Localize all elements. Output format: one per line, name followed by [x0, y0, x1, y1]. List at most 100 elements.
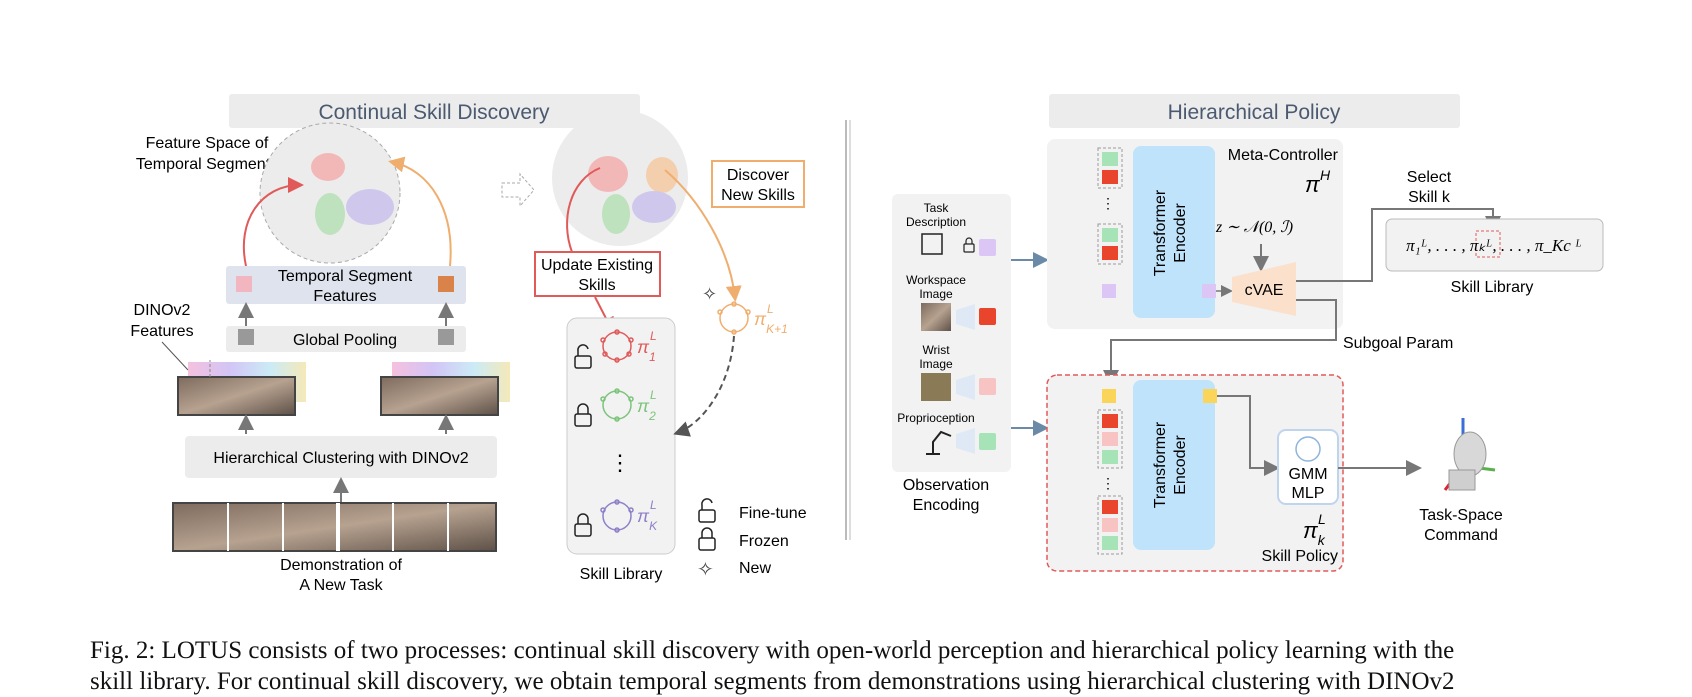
- arrow-orange-up: [388, 156, 452, 267]
- left-panel: Continual Skill Discovery Feature Space …: [130, 94, 807, 594]
- obs-enc-box: [892, 194, 1011, 472]
- left-title-box: [229, 94, 640, 128]
- skill-1-sup: L: [650, 329, 657, 343]
- meta-out-token: [1202, 284, 1216, 298]
- policy-token-stack: ⋮: [1097, 389, 1123, 555]
- skill-new-sup: L: [767, 302, 774, 316]
- gmm-net-icon: [1295, 436, 1321, 462]
- temporal-segment-label: Temporal Segment: [278, 268, 413, 285]
- arrow-cvae-select: [1296, 208, 1501, 282]
- select-skill-label-2: Skill k: [1408, 189, 1451, 206]
- gmm-label-2: MLP: [1292, 485, 1325, 502]
- svg-text:⋮: ⋮: [1101, 475, 1115, 491]
- skill-new-net: [717, 301, 751, 335]
- subgoal-label: Subgoal Param: [1343, 335, 1453, 352]
- meta-controller-label: Meta-Controller: [1228, 147, 1339, 164]
- lock-icon-closed-2: [574, 513, 592, 537]
- legend-finetune-icon: [698, 498, 716, 523]
- legend-frozen-icon: [698, 527, 716, 551]
- robot-arm-icon: [926, 430, 952, 455]
- global-pooling-label: Global Pooling: [293, 332, 397, 349]
- token-proprio: [979, 433, 996, 450]
- token-workspace: [979, 308, 996, 325]
- token-task: [979, 239, 996, 256]
- frames-right: [380, 376, 499, 416]
- workspace-image: [921, 303, 951, 331]
- token-wrist: [979, 378, 996, 395]
- right-panel: Hierarchical Policy Task Description Wor…: [892, 94, 1604, 572]
- skill-policy-sup: L: [1318, 511, 1326, 527]
- cluster-green-2: [602, 194, 630, 234]
- skill-k-label: πK: [637, 506, 658, 533]
- cluster-green: [315, 193, 345, 235]
- legend-finetune: Fine-tune: [739, 505, 807, 522]
- figure-caption-line2: skill library. For continual skill disco…: [90, 668, 1455, 695]
- arrow-new-to-library: [673, 335, 735, 437]
- workspace-label: Workspace: [906, 273, 966, 287]
- right-title: Hierarchical Policy: [1168, 101, 1341, 124]
- skill-k-sup: L: [650, 498, 657, 512]
- update-label-2: Skills: [578, 277, 615, 294]
- skill-library-right-box: [1385, 218, 1604, 272]
- lock-icon-task: [963, 237, 975, 253]
- arrow-new-skill: [664, 169, 742, 302]
- skill-new-label: πK+1: [754, 309, 788, 336]
- skill-k-net: [600, 499, 634, 533]
- policy-transformer-label-2: Encoder: [1172, 435, 1189, 495]
- demo-frames: [172, 502, 497, 552]
- cluster-orange-2: [646, 157, 678, 193]
- temporal-segment-label-2: Features: [313, 288, 376, 305]
- cluster-red-2: [588, 156, 628, 192]
- update-label: Update Existing: [541, 257, 653, 274]
- segment-cube-pink: [236, 276, 252, 292]
- legend-frozen: Frozen: [739, 533, 789, 550]
- z-text: z ∼ 𝒩(0, ℐ): [1215, 219, 1293, 236]
- policy-transformer: [1133, 380, 1215, 550]
- discover-box: [711, 160, 805, 208]
- gmm-label: GMM: [1288, 466, 1327, 483]
- cvae-label: cVAE: [1245, 282, 1284, 299]
- discover-label: Discover: [727, 167, 790, 184]
- feature-space-label-2: Temporal Segments: [136, 156, 278, 173]
- global-pooling-box: [226, 326, 466, 352]
- figure-diagram: Continual Skill Discovery Feature Space …: [130, 94, 1604, 594]
- lock-icon-closed-1: [574, 403, 592, 427]
- policy-transformer-label: Transformer: [1152, 421, 1169, 508]
- meta-transformer-label: Transformer: [1152, 189, 1169, 276]
- arrow-red-up: [242, 177, 304, 267]
- svg-text:⋮: ⋮: [1101, 195, 1115, 211]
- skill-policy-label: Skill Policy: [1262, 548, 1338, 565]
- meta-token-stack: ⋮: [1097, 147, 1123, 298]
- update-box: [534, 251, 661, 297]
- task-desc-label: Task: [924, 201, 950, 215]
- hier-clustering-label: Hierarchical Clustering with DINOv2: [213, 450, 468, 467]
- demo-label-2: A New Task: [299, 577, 383, 594]
- dinov2-pointer: [161, 341, 189, 371]
- wrist-image: [921, 373, 951, 401]
- workspace-label-2: Image: [919, 287, 953, 301]
- discover-label-2: New Skills: [721, 187, 795, 204]
- meta-pi-sup: H: [1320, 167, 1331, 183]
- pool-cube-right: [438, 329, 454, 345]
- wrist-label-2: Image: [919, 357, 953, 371]
- skill-policy-pi: πk: [1303, 518, 1326, 548]
- legend-new-icon: ✧: [697, 559, 714, 581]
- selected-skill-highlight: [1475, 230, 1501, 258]
- cluster-red: [311, 153, 345, 181]
- skill-2-label: π2: [637, 396, 656, 423]
- process-arrow: [501, 172, 535, 208]
- cluster-purple: [346, 189, 394, 225]
- right-title-box: [1049, 94, 1460, 128]
- cvae-box: [1232, 262, 1296, 316]
- dinov2-label-2: Features: [130, 323, 193, 340]
- arrow-subgoal: [1103, 299, 1337, 386]
- skill-1-label: π1: [637, 337, 656, 364]
- wrist-label: Wrist: [922, 343, 950, 357]
- meta-transformer: [1133, 146, 1215, 318]
- task-desc-icon: [921, 233, 943, 255]
- left-title: Continual Skill Discovery: [318, 101, 550, 124]
- skill-library-right-label: Skill Library: [1451, 279, 1534, 296]
- cluster-purple-2: [632, 191, 676, 223]
- obs-enc-label: Observation: [903, 477, 989, 494]
- hier-clustering-box: [185, 436, 497, 478]
